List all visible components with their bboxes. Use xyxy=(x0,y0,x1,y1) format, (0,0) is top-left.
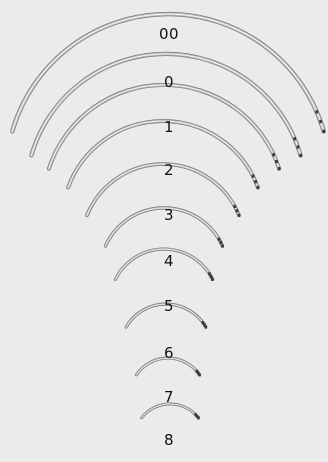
size-label-2: 2 xyxy=(139,161,199,179)
size-label-0: 0 xyxy=(139,73,199,91)
size-label-4: 4 xyxy=(139,252,199,270)
size-label-7: 7 xyxy=(139,388,199,406)
needle-8 xyxy=(142,404,200,419)
needle-swage-1 xyxy=(272,153,280,170)
size-label-8: 8 xyxy=(139,431,199,449)
size-label-5: 5 xyxy=(139,297,199,315)
size-label-1: 1 xyxy=(139,118,199,136)
size-label-3: 3 xyxy=(139,206,199,224)
size-label-6: 6 xyxy=(139,344,199,362)
size-label-00: 00 xyxy=(139,25,199,43)
needle-swage-0 xyxy=(293,137,302,157)
needle-swage-2 xyxy=(252,175,260,190)
needle-0 xyxy=(31,54,302,157)
